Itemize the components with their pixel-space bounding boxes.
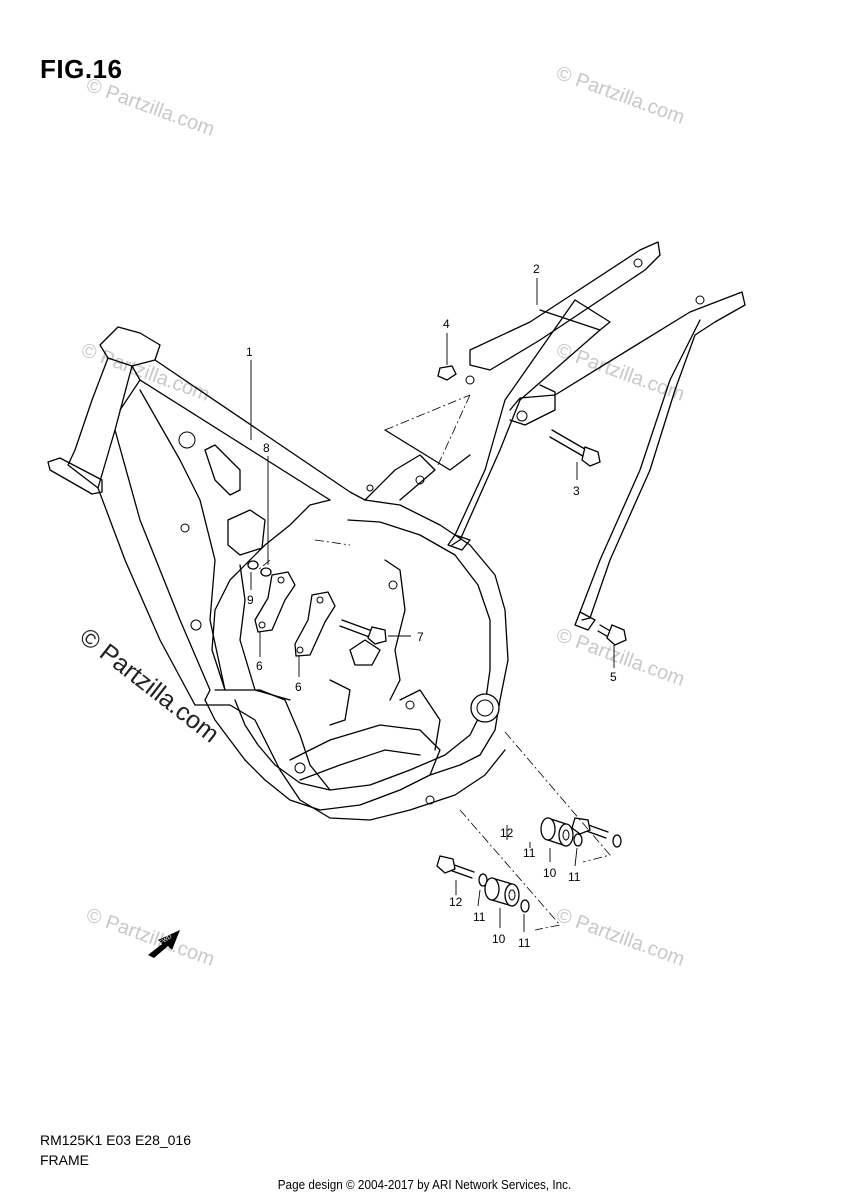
collar-10-lower [484, 877, 520, 907]
watermark-mid-right: © Partzilla.com [553, 339, 687, 406]
rear-subframe [447, 241, 746, 631]
washer-11-upper-left [612, 834, 622, 848]
callout-10a: 10 [543, 866, 557, 880]
callout-11d: 11 [518, 936, 531, 950]
bolt-7 [339, 619, 387, 645]
callout-9: 9 [247, 593, 254, 607]
callout-11b: 11 [568, 870, 581, 884]
bracket-6a [254, 571, 296, 633]
watermark-top-left: © Partzilla.com [83, 74, 217, 141]
leader-lines [250, 278, 615, 932]
callout-1: 1 [246, 345, 253, 359]
callout-12b: 12 [449, 895, 463, 909]
watermark-bottom-right: © Partzilla.com [553, 904, 687, 971]
bolt-12-lower [436, 855, 475, 879]
nut-4 [437, 365, 457, 381]
diagram-code: RM125K1 E03 E28_016 [40, 1132, 191, 1148]
watermark-bottom-left: © Partzilla.com [83, 904, 217, 971]
callout-11a: 11 [523, 846, 536, 860]
watermark-mid-left: © Partzilla.com [78, 339, 212, 406]
callout-6a: 6 [256, 659, 263, 673]
watermark-top-right: © Partzilla.com [553, 62, 687, 129]
guide-lines [257, 394, 611, 931]
washer-11-lower-left [478, 873, 488, 887]
bracket-6b [294, 591, 336, 657]
washer-11-lower-right [520, 899, 530, 913]
callout-7: 7 [417, 630, 424, 644]
callout-3: 3 [573, 484, 580, 498]
callout-4: 4 [443, 317, 450, 331]
nut-9 [247, 560, 259, 570]
callout-5: 5 [610, 670, 617, 684]
callout-12a: 12 [500, 826, 514, 840]
collar-10-upper [540, 817, 574, 847]
callout-2: 2 [533, 262, 540, 276]
main-frame [47, 326, 509, 821]
collar-8 [260, 567, 272, 577]
bolt-3 [549, 429, 601, 467]
callout-10b: 10 [492, 932, 506, 946]
callout-11c: 11 [473, 910, 486, 924]
page-credit: Page design © 2004-2017 by ARI Network S… [277, 1177, 572, 1192]
washer-11-upper-right [573, 833, 583, 847]
callout-6b: 6 [295, 680, 302, 694]
diagram-name: FRAME [40, 1152, 89, 1168]
figure-title: FIG.16 [40, 54, 123, 84]
callout-8: 8 [263, 441, 270, 455]
bolt-12-upper [571, 817, 609, 839]
bolt-5 [597, 624, 627, 646]
callouts: 1 2 3 4 5 6 6 7 8 9 10 10 11 11 11 11 12… [246, 262, 617, 950]
watermark-large: © Partzilla.com [74, 623, 224, 749]
